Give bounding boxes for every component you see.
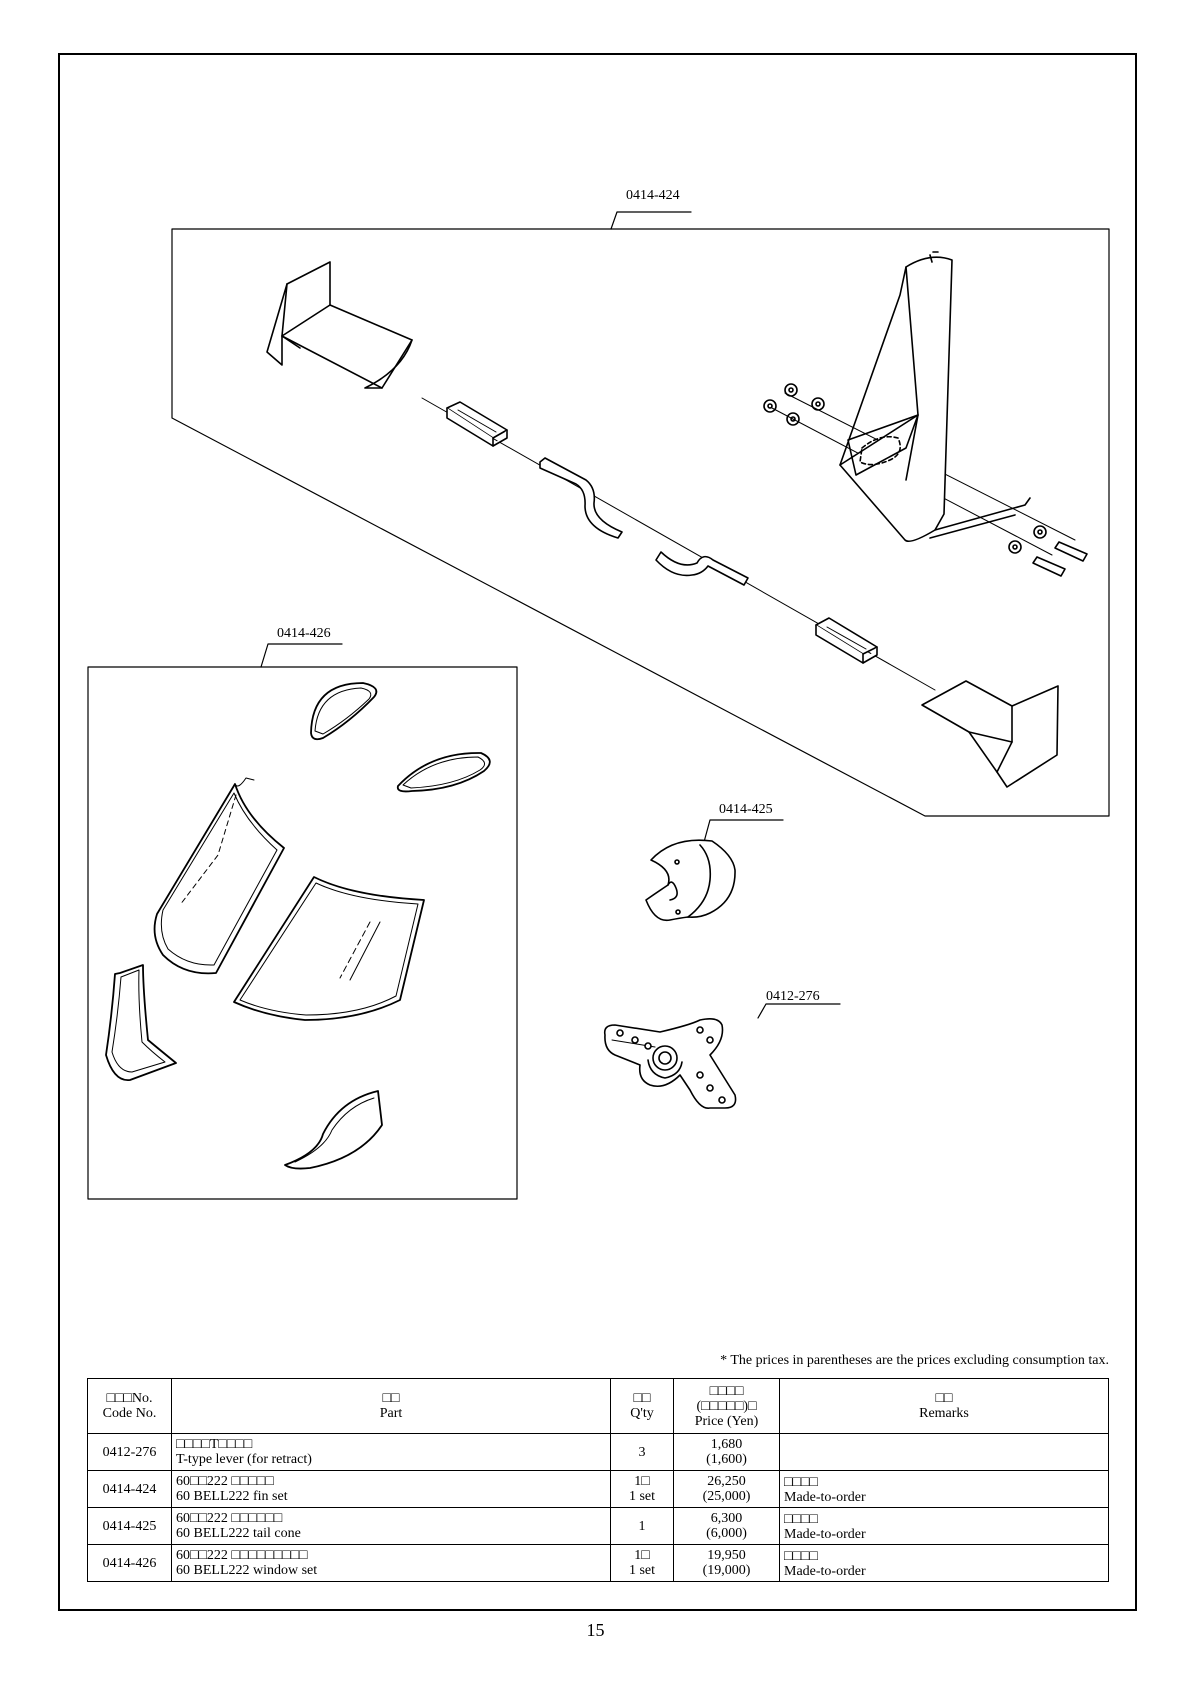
header-qty-jp: □□: [633, 1391, 651, 1406]
row-remarks-jp: □□□□: [784, 1475, 818, 1490]
callout-leader-t-lever: [757, 1003, 841, 1019]
row-qty-1: 3: [638, 1444, 646, 1460]
row-code: 0414-426: [87, 1544, 172, 1582]
header-remarks-jp: □□: [935, 1391, 953, 1406]
parts-price-table: □□□No. Code No. □□ Part □□ Q'ty □□□□ (□□…: [87, 1378, 1109, 1582]
row-qty-1: 1□: [634, 1548, 650, 1563]
row-price-excl: (19,000): [702, 1563, 751, 1578]
table-row: 0414-426 60□□222 □□□□□□□□□ 60 BELL222 wi…: [87, 1544, 1109, 1582]
row-part-en: 60 BELL222 tail cone: [176, 1526, 301, 1541]
row-qty-1: 1□: [634, 1474, 650, 1489]
row-code: 0412-276: [87, 1433, 172, 1471]
callout-t-lever: 0412-276: [766, 989, 820, 1004]
table-row: 0414-424 60□□222 □□□□□ 60 BELL222 fin se…: [87, 1470, 1109, 1508]
row-part: □□□□T□□□□ T-type lever (for retract): [171, 1433, 611, 1471]
row-part-jp: □□□□T□□□□: [176, 1437, 253, 1452]
mounting-strap-lower: [655, 551, 749, 586]
left-stabilizer-illustration: [266, 261, 413, 389]
spacer-block-lower: [815, 617, 878, 664]
row-qty-2: 1 set: [628, 1563, 656, 1578]
row-price: 26,250 (25,000): [673, 1470, 780, 1508]
callout-window-set: 0414-426: [277, 626, 331, 641]
right-stabilizer-illustration: [921, 680, 1059, 788]
row-part-en: 60 BELL222 window set: [176, 1563, 318, 1578]
header-code-en: Code No.: [102, 1406, 157, 1421]
row-part: 60□□222 □□□□□ 60 BELL222 fin set: [171, 1470, 611, 1508]
header-code: □□□No. Code No.: [87, 1378, 172, 1434]
row-price-excl: (25,000): [702, 1489, 751, 1504]
row-qty: 3: [610, 1433, 674, 1471]
row-code: 0414-425: [87, 1507, 172, 1545]
row-qty: 1: [610, 1507, 674, 1545]
table-row: 0412-276 □□□□T□□□□ T-type lever (for ret…: [87, 1433, 1109, 1471]
row-price-incl: 1,680: [710, 1437, 743, 1452]
header-price: □□□□ (□□□□□)□ Price (Yen): [673, 1378, 780, 1434]
row-price-incl: 6,300: [710, 1511, 743, 1526]
row-price-excl: (1,600): [706, 1452, 747, 1467]
window-set-panel: [87, 643, 518, 1200]
row-price: 1,680 (1,600): [673, 1433, 780, 1471]
row-remarks-en: Made-to-order: [784, 1564, 866, 1579]
window-pieces-illustration: [105, 682, 491, 1170]
header-price-jp1: □□□□: [709, 1383, 744, 1399]
row-part-jp: 60□□222 □□□□□□: [176, 1511, 283, 1526]
tail-cone-illustration: [645, 819, 784, 922]
page-number: 15: [586, 1620, 605, 1640]
row-remarks: □□□□ Made-to-order: [779, 1470, 1109, 1508]
row-price-incl: 19,950: [707, 1548, 746, 1563]
vertical-fin-illustration: [839, 251, 1031, 543]
row-part-en: 60 BELL222 fin set: [176, 1489, 288, 1504]
row-qty-1: 1: [638, 1518, 646, 1534]
row-remarks-jp: □□□□: [784, 1549, 818, 1564]
t-lever-illustration: [603, 1003, 841, 1109]
row-price: 19,950 (19,000): [673, 1544, 780, 1582]
row-qty-2: 1 set: [628, 1489, 656, 1504]
row-part-jp: 60□□222 □□□□□: [176, 1474, 274, 1489]
row-remarks: [779, 1433, 1109, 1471]
spacer-block-upper: [446, 401, 508, 447]
header-remarks-en: Remarks: [919, 1406, 969, 1421]
row-part-jp: 60□□222 □□□□□□□□□: [176, 1548, 308, 1563]
table-row: 0414-425 60□□222 □□□□□□ 60 BELL222 tail …: [87, 1507, 1109, 1545]
row-code: 0414-424: [87, 1470, 172, 1508]
header-qty-en: Q'ty: [630, 1406, 654, 1421]
row-remarks-en: Made-to-order: [784, 1527, 866, 1542]
callout-fin-set: 0414-424: [626, 188, 680, 203]
callout-leader-fin-set: [610, 211, 692, 230]
callout-leader-window-set: [260, 643, 343, 668]
header-part: □□ Part: [171, 1378, 611, 1434]
row-price: 6,300 (6,000): [673, 1507, 780, 1545]
mounting-strap-upper: [539, 457, 623, 539]
row-qty: 1□ 1 set: [610, 1544, 674, 1582]
row-price-excl: (6,000): [706, 1526, 747, 1541]
row-remarks: □□□□ Made-to-order: [779, 1507, 1109, 1545]
tax-note: * The prices in parentheses are the pric…: [720, 1353, 1109, 1368]
table-header-row: □□□No. Code No. □□ Part □□ Q'ty □□□□ (□□…: [87, 1378, 1109, 1434]
row-remarks-jp: □□□□: [784, 1512, 818, 1527]
row-part: 60□□222 □□□□□□□□□ 60 BELL222 window set: [171, 1544, 611, 1582]
row-remarks-en: Made-to-order: [784, 1490, 866, 1505]
callout-leader-tail-cone: [703, 819, 784, 843]
row-part: 60□□222 □□□□□□ 60 BELL222 tail cone: [171, 1507, 611, 1545]
header-part-jp: □□: [382, 1391, 400, 1406]
header-code-jp: □□□No.: [106, 1391, 153, 1406]
header-qty: □□ Q'ty: [610, 1378, 674, 1434]
callout-tail-cone: 0414-425: [719, 802, 773, 817]
page-border: [58, 53, 1137, 1611]
row-qty: 1□ 1 set: [610, 1470, 674, 1508]
fin-set-panel: [171, 211, 1110, 817]
header-part-en: Part: [379, 1406, 403, 1421]
header-remarks: □□ Remarks: [779, 1378, 1109, 1434]
header-price-jp2: (□□□□□)□: [696, 1398, 757, 1414]
header-price-en: Price (Yen): [694, 1413, 759, 1429]
row-part-en: T-type lever (for retract): [176, 1452, 312, 1467]
row-remarks: □□□□ Made-to-order: [779, 1544, 1109, 1582]
row-price-incl: 26,250: [707, 1474, 746, 1489]
